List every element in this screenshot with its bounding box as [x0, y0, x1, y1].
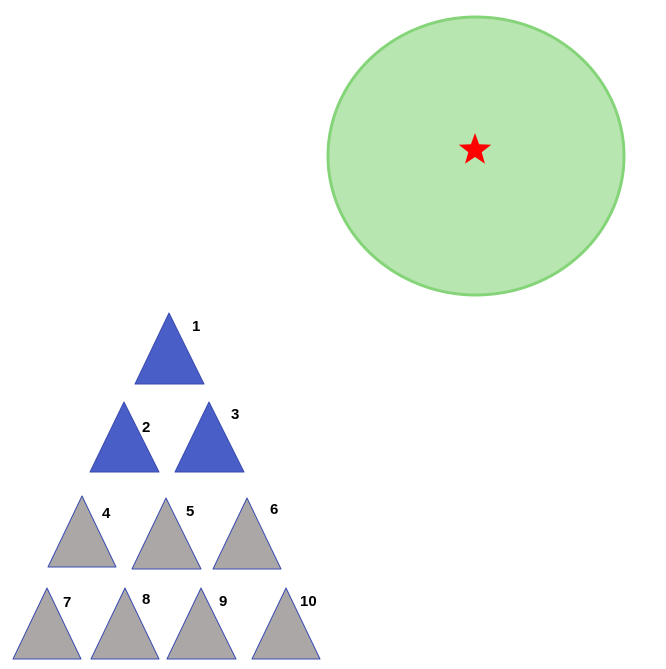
- triangle-pyramid: 1 2 3 4 5 6 7 8: [12, 312, 321, 660]
- triangle-piece-2[interactable]: 2: [89, 401, 160, 473]
- triangle-shape[interactable]: [251, 587, 321, 660]
- triangle-piece-5[interactable]: 5: [131, 497, 202, 570]
- triangle-piece-7[interactable]: 7: [12, 587, 82, 660]
- triangle-shape[interactable]: [12, 587, 82, 660]
- triangle-shape[interactable]: [131, 497, 202, 570]
- triangle-piece-10[interactable]: 10: [251, 587, 321, 660]
- triangle-shape[interactable]: [174, 401, 245, 473]
- triangle-label: 6: [270, 501, 278, 518]
- triangle-label: 8: [142, 591, 150, 608]
- triangle-shape[interactable]: [166, 587, 237, 660]
- triangle-shape[interactable]: [47, 495, 117, 568]
- triangle-label: 7: [63, 594, 71, 611]
- triangle-label: 5: [186, 503, 194, 520]
- star-icon: [458, 133, 492, 164]
- triangle-piece-8[interactable]: 8: [90, 587, 160, 660]
- triangle-label: 10: [300, 593, 317, 610]
- triangle-piece-1[interactable]: 1: [134, 312, 205, 385]
- triangle-shape[interactable]: [90, 587, 160, 660]
- triangle-label: 2: [142, 419, 150, 436]
- triangle-shape[interactable]: [89, 401, 160, 473]
- triangle-piece-9[interactable]: 9: [166, 587, 237, 660]
- triangle-label: 9: [219, 593, 227, 610]
- triangle-piece-3[interactable]: 3: [174, 401, 245, 473]
- triangle-label: 4: [102, 505, 111, 522]
- triangle-shape[interactable]: [212, 497, 282, 570]
- triangle-label: 3: [231, 406, 239, 423]
- triangle-piece-4[interactable]: 4: [47, 495, 117, 568]
- triangle-piece-6[interactable]: 6: [212, 497, 282, 570]
- triangle-shape[interactable]: [134, 312, 205, 385]
- triangle-label: 1: [192, 318, 200, 335]
